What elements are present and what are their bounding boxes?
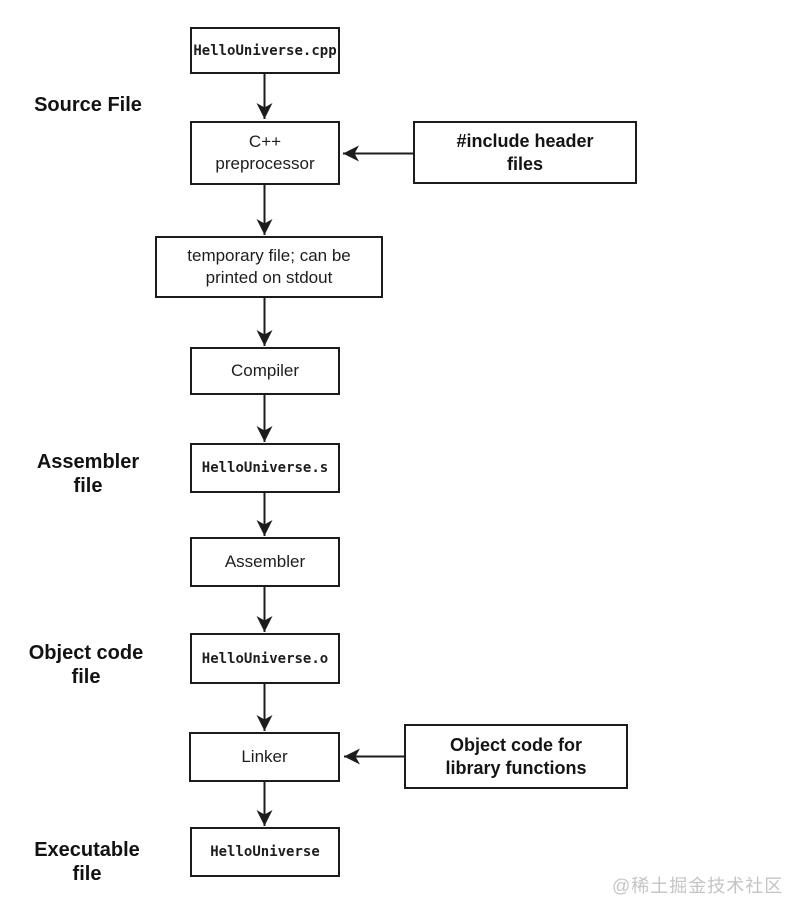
node-assembly-file: HelloUniverse.s — [190, 443, 340, 493]
node-executable-file-label: HelloUniverse — [210, 844, 320, 860]
node-compiler-label: Compiler — [230, 361, 300, 380]
label-object-code-file: Object code file — [28, 642, 144, 688]
node-assembler: Assembler — [190, 537, 340, 587]
label-source-file: Source File — [34, 94, 142, 116]
node-linker-label: Linker — [241, 747, 288, 766]
node-preprocessor-label: C++ preprocessor — [215, 132, 315, 173]
node-temp-file-label: temporary file; can be printed on stdout — [187, 246, 351, 287]
node-executable-file: HelloUniverse — [190, 827, 340, 877]
node-temp-file: temporary file; can be printed on stdout — [155, 236, 383, 298]
node-source-file: HelloUniverse.cpp — [190, 27, 340, 74]
node-compiler: Compiler — [190, 347, 340, 395]
node-assembly-file-label: HelloUniverse.s — [201, 460, 329, 476]
node-object-file: HelloUniverse.o — [190, 633, 340, 684]
node-object-code-library-label: Object code for library functions — [445, 734, 587, 778]
watermark-text: @稀土掘金技术社区 — [612, 876, 784, 896]
label-executable-file: Executable file — [34, 839, 140, 885]
node-include-headers: #include header files — [413, 121, 637, 184]
label-assembler-file: Assembler file — [36, 451, 140, 497]
node-object-code-library: Object code for library functions — [404, 724, 628, 789]
node-object-file-label: HelloUniverse.o — [201, 650, 329, 667]
node-source-file-label: HelloUniverse.cpp — [193, 42, 337, 59]
node-include-headers-label: #include header files — [456, 130, 594, 174]
node-assembler-label: Assembler — [224, 552, 306, 571]
node-preprocessor: C++ preprocessor — [190, 121, 340, 185]
node-linker: Linker — [189, 732, 340, 782]
